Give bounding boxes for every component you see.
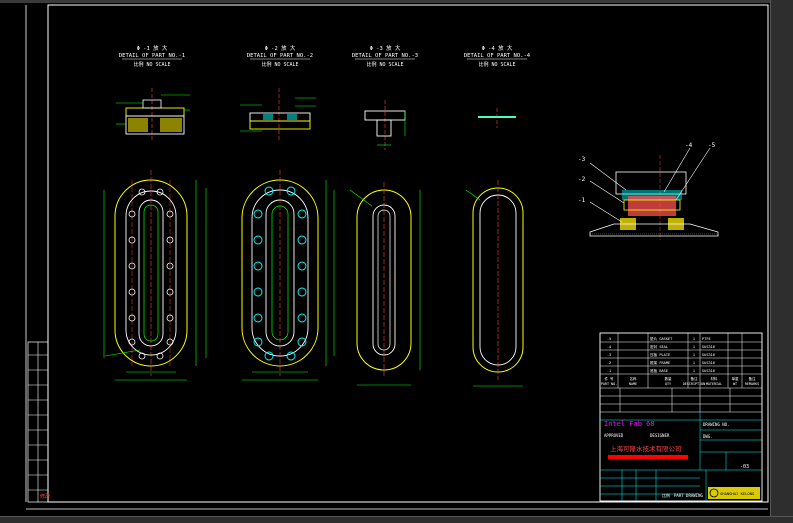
header-partno-cn: 件 号 (605, 376, 614, 381)
part-row-4-mat: SUS316 (702, 361, 715, 365)
vertical-scrollbar[interactable] (770, 0, 793, 523)
part-row-2-mat: SUS316 (702, 345, 715, 349)
assembly-callout-2: -2 (578, 176, 586, 183)
view-3-title: Φ -3 放 大 (370, 44, 401, 52)
dwg-label: DWG. (703, 434, 713, 439)
company-logo-icon (709, 488, 719, 498)
company-cn: 上海可隆水技术有限公司 (610, 444, 682, 453)
view-1-subtitle: DETAIL OF PART NO.-1 (119, 53, 185, 59)
part-row-1-no: -5 (607, 337, 611, 341)
view-4-title: Φ -4 放 大 (482, 44, 513, 52)
part-row-5-mat: SUS316 (702, 369, 715, 373)
header-mat-en: MATERIAL (706, 382, 722, 386)
assembly-callout-3: -3 (578, 156, 586, 163)
revision-strip-label: 修改 (40, 493, 50, 500)
revision-strip: 修改 (27, 341, 50, 503)
part-row-2-qty: 1 (693, 345, 695, 349)
view-3-subtitle: DETAIL OF PART NO.-3 (352, 53, 418, 59)
header-partno-en: PART NO. (601, 382, 617, 386)
view-3-scale: 比例 NO SCALE (366, 61, 403, 68)
view-2-subtitle: DETAIL OF PART NO.-2 (247, 53, 313, 59)
header-remarks-en: REMARKS (745, 382, 759, 386)
company-logo-box (708, 487, 760, 499)
part-row-3-no: -3 (607, 353, 611, 357)
scale-label: 比例 (662, 492, 670, 498)
header-wt-en: WT (733, 382, 737, 386)
plan-view-1 (103, 170, 207, 381)
part-row-5-name: 底板 BASE (650, 368, 668, 373)
part-row-3-qty: 1 (693, 353, 695, 357)
section-view-4 (478, 108, 516, 128)
plan-view-2 (241, 170, 335, 381)
header-qty-en: QTY (665, 382, 671, 386)
header-desc-cn: 备注 (691, 376, 698, 381)
view-1-title: Φ -1 放 大 (137, 44, 168, 52)
part-row-5-qty: 1 (693, 369, 695, 373)
drawing-name: PART DRAWING (674, 493, 703, 498)
part-row-2-no: -4 (607, 345, 611, 349)
sheet-label: -03 (740, 464, 749, 470)
view-title-1: Φ -1 放 大 DETAIL OF PART NO.-1 比例 NO SCAL… (119, 44, 185, 68)
company-logo-text: SHANGHAI KELONG (720, 491, 755, 496)
part-row-5-no: -1 (607, 369, 611, 373)
viewport-top-edge (0, 0, 793, 3)
assembly-callout-4: -4 (685, 142, 693, 149)
plan-view-3 (349, 182, 421, 386)
view-4-scale: 比例 NO SCALE (478, 61, 515, 68)
part-row-3-name: 压板 PLATE (650, 352, 670, 357)
header-qty-cn: 数量 (665, 376, 672, 381)
drawing-border (47, 4, 769, 503)
horizontal-scrollbar[interactable] (0, 516, 793, 523)
part-row-4-no: -2 (607, 361, 611, 365)
part-row-1-qty: 1 (693, 337, 695, 341)
header-wt-cn: 单重 (732, 376, 739, 381)
view-title-4: Φ -4 放 大 DETAIL OF PART NO.-4 比例 NO SCAL… (464, 44, 531, 68)
title-block: -5 垫片 GASKET 1 PTFE -4 密封 SEAL 1 SUS316 … (599, 332, 763, 502)
approved-label: APPROVED (604, 433, 624, 438)
company-en: Intel Fab 68 (604, 420, 655, 428)
part-row-3-mat: SUS316 (702, 353, 715, 357)
view-2-title: Φ -2 放 大 (265, 44, 296, 52)
part-row-4-qty: 1 (693, 361, 695, 365)
part-row-2-name: 密封 SEAL (650, 344, 668, 349)
section-view-2 (240, 88, 316, 140)
assembly-detail: -3 -2 -1 -4 -5 (578, 142, 719, 240)
assembly-callout-1: -1 (578, 197, 586, 204)
plan-view-4 (465, 180, 524, 387)
header-mat-cn: 材料 (711, 376, 718, 381)
drawing-no-label: DRAWING NO. (703, 422, 730, 427)
part-row-4-name: 框架 FRAME (650, 360, 670, 365)
header-name-en: NAME (629, 382, 637, 386)
header-name-cn: 名称 (630, 376, 637, 381)
header-desc-en: DESCRIPTION (683, 382, 705, 386)
company-underline (608, 455, 688, 459)
part-row-1-mat: PTFE (702, 337, 711, 341)
view-1-scale: 比例 NO SCALE (133, 61, 170, 68)
view-2-scale: 比例 NO SCALE (261, 61, 298, 68)
view-4-subtitle: DETAIL OF PART NO.-4 (464, 53, 531, 59)
assembly-callout-5: -5 (708, 142, 716, 149)
designer-label: DESIGNER (650, 433, 670, 438)
section-view-3 (364, 100, 406, 150)
part-row-1-name: 垫片 GASKET (650, 336, 673, 341)
header-remarks-cn: 备注 (749, 376, 756, 381)
section-view-1 (116, 88, 190, 140)
view-title-3: Φ -3 放 大 DETAIL OF PART NO.-3 比例 NO SCAL… (352, 44, 418, 68)
view-title-2: Φ -2 放 大 DETAIL OF PART NO.-2 比例 NO SCAL… (247, 44, 313, 68)
